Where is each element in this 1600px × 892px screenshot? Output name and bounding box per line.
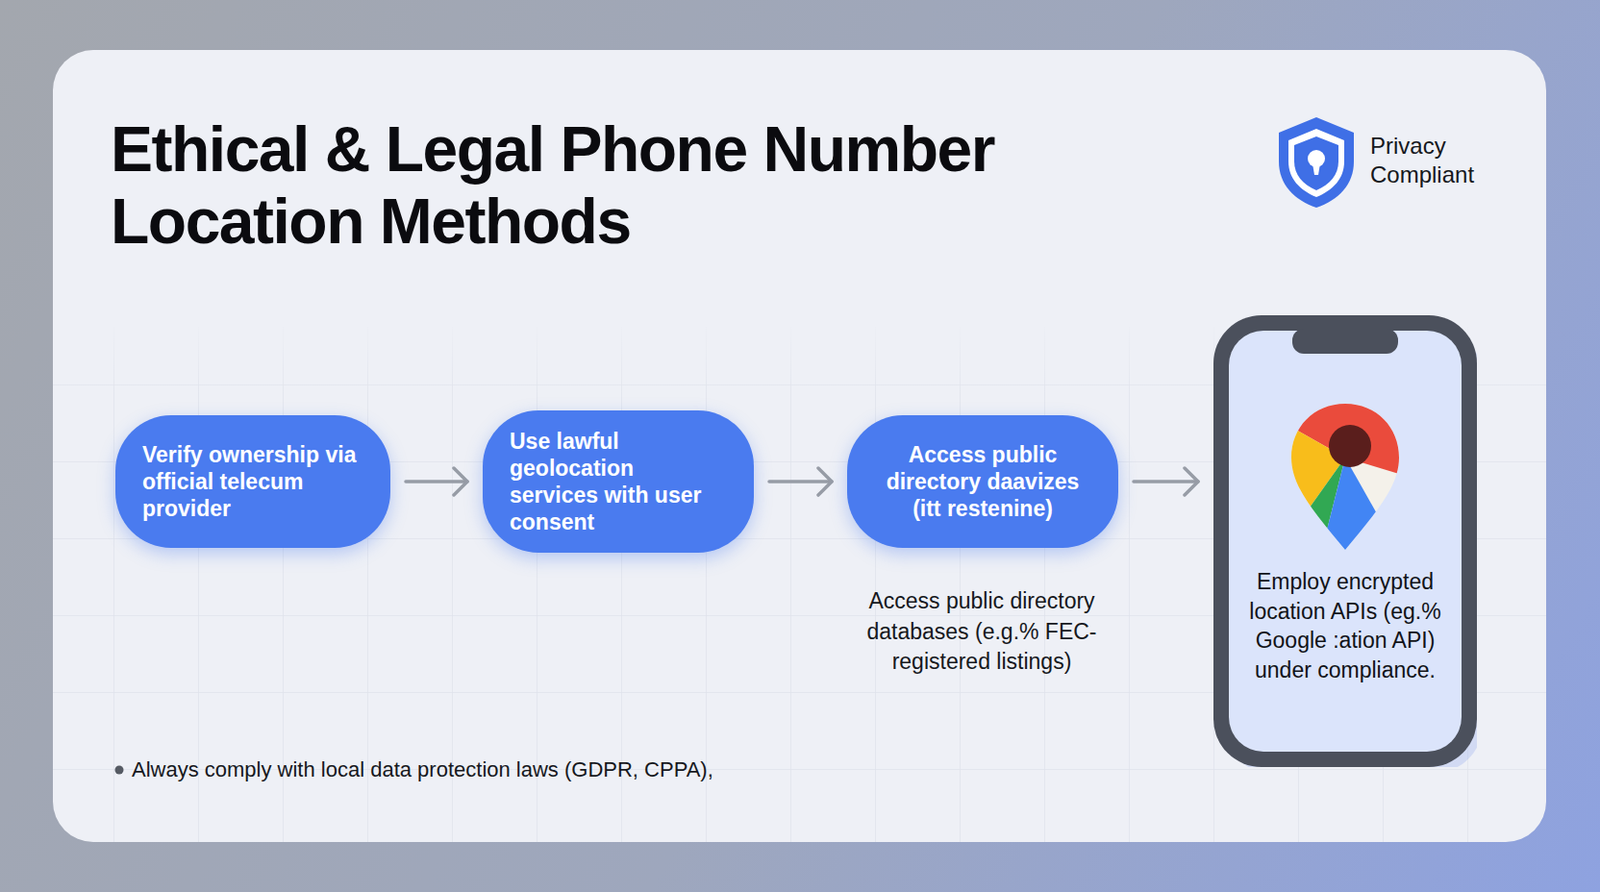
note-label: Access public directory databases (e.g.%… <box>832 586 1131 678</box>
node-text: Verify ownership via official telecum pr… <box>142 441 364 523</box>
phone-frame: Employ encrypted location APIs (eg.% Goo… <box>1213 315 1477 768</box>
badge-label: Privacy Compliant <box>1370 131 1505 190</box>
node-text: Employ encrypted location APIs (eg.% Goo… <box>1234 567 1456 685</box>
process-pill: Use lawful geolocation services with use… <box>482 410 754 553</box>
map-pin-icon <box>1280 397 1416 561</box>
bullet-dot <box>115 766 125 775</box>
process-pill: Verify ownership via official telecum pr… <box>115 415 391 549</box>
shield-icon <box>1278 117 1354 208</box>
arrow-connector <box>405 468 468 496</box>
node-text: Access public directory daavizes (itt re… <box>874 441 1092 523</box>
process-pill: Access public directory daavizes (itt re… <box>847 415 1119 549</box>
title: Ethical & Legal Phone Number Location Me… <box>110 113 1236 257</box>
footnote: Always comply with local data protection… <box>131 757 998 783</box>
phone-outline <box>1213 315 1477 768</box>
arrow-connector <box>1133 468 1199 496</box>
node-text: Use lawful geolocation services with use… <box>509 427 727 536</box>
arrow-connector <box>769 468 832 496</box>
